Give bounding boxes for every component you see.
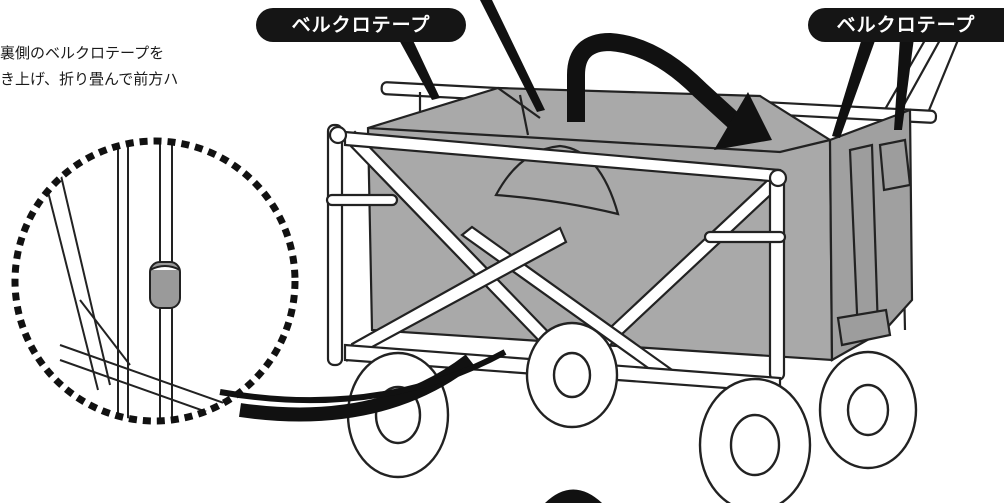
fabric-basket bbox=[368, 88, 912, 360]
instruction-line-1: 裏側のベルクロテープを bbox=[0, 40, 300, 66]
instruction-line-2: き上げ、折り畳んで前方ハ bbox=[0, 66, 300, 92]
bottom-marker bbox=[545, 490, 602, 503]
velcro-tape-label-right: ベルクロテープ bbox=[808, 8, 1004, 42]
velcro-tape-label-left: ベルクロテープ bbox=[256, 8, 466, 42]
instruction-text: 裏側のベルクロテープを き上げ、折り畳んで前方ハ bbox=[0, 40, 300, 92]
